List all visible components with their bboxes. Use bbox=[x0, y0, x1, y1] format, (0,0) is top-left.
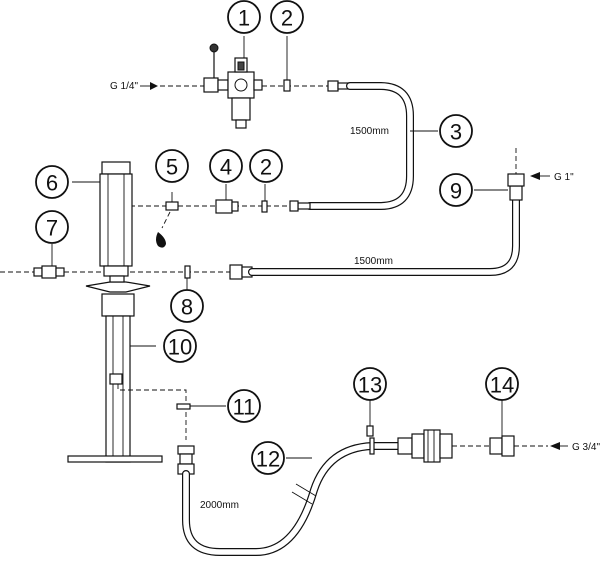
hose-9-length-label: 1500mm bbox=[354, 256, 393, 267]
svg-text:3: 3 bbox=[450, 120, 462, 145]
pump-motor bbox=[72, 161, 151, 317]
fluid-hose-9: 1500mm bbox=[229, 148, 525, 280]
air-hose-3: 1500mm bbox=[289, 80, 438, 212]
part-2-seal-middle bbox=[261, 184, 268, 213]
svg-text:13: 13 bbox=[358, 373, 382, 398]
callout-12: 12 bbox=[251, 441, 285, 475]
part-13-clamp bbox=[366, 398, 375, 455]
pump-tube bbox=[67, 315, 163, 463]
part-7-fitting bbox=[0, 244, 104, 279]
svg-text:7: 7 bbox=[46, 216, 58, 241]
svg-text:9: 9 bbox=[450, 179, 462, 204]
svg-text:14: 14 bbox=[490, 373, 514, 398]
svg-text:8: 8 bbox=[181, 295, 193, 320]
callout-3: 3 bbox=[439, 114, 473, 148]
filter-regulator bbox=[203, 43, 328, 129]
callout-14: 14 bbox=[485, 367, 519, 401]
part-14-nipple bbox=[452, 400, 548, 457]
callout-9: 9 bbox=[439, 173, 473, 207]
callout-1: 1 bbox=[227, 0, 261, 58]
hose-3-length-label: 1500mm bbox=[350, 126, 389, 137]
callout-2-middle: 2 bbox=[249, 149, 283, 183]
quick-coupling bbox=[397, 429, 453, 463]
callout-7: 7 bbox=[35, 210, 69, 244]
air-inlet-thread-label: G 1/4" bbox=[110, 81, 138, 92]
svg-text:2: 2 bbox=[281, 6, 293, 31]
callout-4: 4 bbox=[209, 149, 243, 183]
inlet-thread-label: G 3/4" bbox=[572, 442, 600, 453]
svg-text:1: 1 bbox=[238, 6, 250, 31]
callout-11: 11 bbox=[227, 389, 261, 423]
outlet-thread-label: G 1" bbox=[554, 172, 574, 183]
callout-2-top: 2 bbox=[270, 0, 304, 92]
inlet-thread-arrow: G 3/4" bbox=[550, 442, 600, 453]
svg-text:2: 2 bbox=[260, 155, 272, 180]
suction-tube-connection bbox=[117, 384, 226, 440]
callout-13: 13 bbox=[353, 367, 387, 401]
air-inlet-line: G 1/4" bbox=[110, 81, 205, 92]
outlet-thread-arrow: G 1" bbox=[530, 172, 574, 183]
svg-text:10: 10 bbox=[168, 335, 192, 360]
part-5-valve bbox=[156, 192, 179, 248]
callout-5: 5 bbox=[155, 149, 189, 183]
svg-text:12: 12 bbox=[256, 447, 280, 472]
part-4-coupling bbox=[215, 184, 239, 214]
svg-text:6: 6 bbox=[46, 171, 58, 196]
callout-8: 8 bbox=[170, 289, 204, 323]
suction-hose-12: 2000mm bbox=[177, 442, 402, 556]
part-8-seal bbox=[184, 265, 191, 292]
callout-6: 6 bbox=[35, 165, 69, 199]
oil-drop-icon bbox=[156, 232, 166, 248]
svg-text:4: 4 bbox=[220, 155, 232, 180]
callout-10: 10 bbox=[163, 329, 197, 363]
svg-text:5: 5 bbox=[166, 155, 178, 180]
hose-12-length-label: 2000mm bbox=[200, 500, 239, 511]
svg-text:11: 11 bbox=[233, 395, 256, 420]
